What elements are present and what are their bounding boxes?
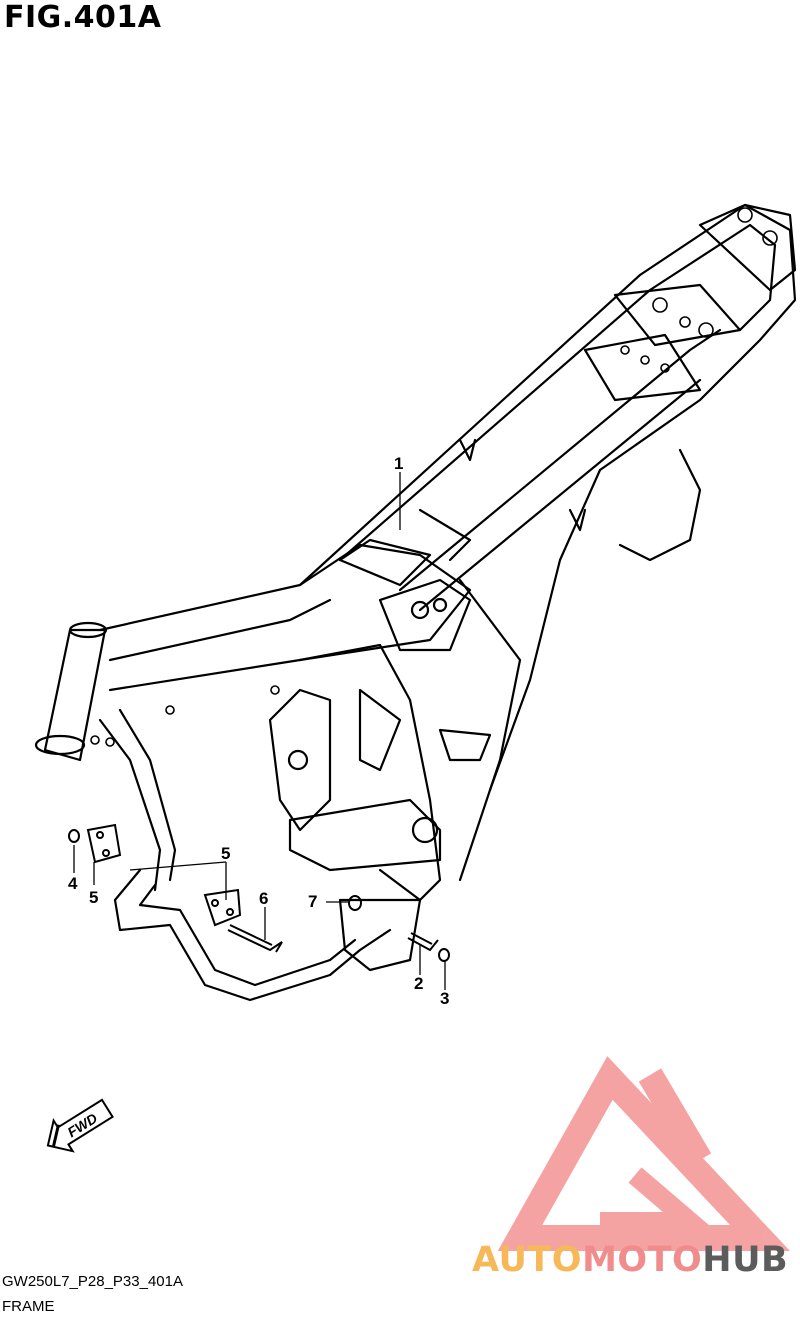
callout-5-left: 5 — [89, 888, 98, 907]
nut-4 — [68, 829, 80, 843]
plate-hole-details — [90, 207, 778, 747]
washer-3 — [438, 948, 450, 962]
fwd-arrow-icon: FWD — [46, 1098, 114, 1153]
diagram-code: GW250L7_P28_P33_401A — [2, 1273, 183, 1290]
watermark-moto: MOTO — [582, 1240, 703, 1280]
watermark-hub: HUB — [702, 1240, 789, 1280]
callout-3: 3 — [440, 989, 449, 1008]
callout-2: 2 — [414, 974, 423, 993]
diagram-caption: FRAME — [2, 1298, 55, 1315]
swingarm-pivot-area — [288, 798, 442, 872]
bolt-2 — [407, 932, 439, 952]
watermark-auto: AUTO — [472, 1240, 583, 1280]
steering-head-top — [68, 621, 108, 639]
upper-backbone — [98, 543, 472, 692]
callout-6: 6 — [259, 889, 268, 908]
tail-section — [698, 203, 797, 292]
callout-4: 4 — [68, 874, 78, 893]
figure-title: FIG.401A — [4, 0, 162, 35]
front-down-tube — [98, 718, 162, 892]
engine-mount-plate-right — [203, 888, 242, 927]
leader-lines — [73, 472, 446, 990]
callout-1: 1 — [394, 454, 403, 473]
rear-subframe-left-rail — [298, 203, 797, 587]
rear-loop-bar — [618, 448, 702, 562]
rear-subframe-inner-rail — [338, 223, 777, 562]
steering-head-tube — [43, 628, 107, 762]
lower-cradle — [113, 868, 392, 1002]
rear-down-tube — [458, 578, 522, 882]
bolt-6 — [227, 924, 283, 953]
rear-cross-plate-1 — [613, 283, 742, 347]
backbone-lower-edge — [108, 598, 332, 662]
watermark-triangle-logo — [497, 1056, 791, 1251]
callout-5-right: 5 — [221, 844, 230, 863]
engine-mount-plate-left — [86, 823, 122, 864]
seat-rail-lower — [418, 378, 702, 612]
nut-7 — [348, 895, 362, 911]
callout-7: 7 — [308, 892, 317, 911]
loose-parts — [68, 823, 450, 962]
watermark-wordmark: AUTOMOTOHUB — [472, 1240, 788, 1280]
rear-cross-plate-2 — [583, 333, 702, 402]
